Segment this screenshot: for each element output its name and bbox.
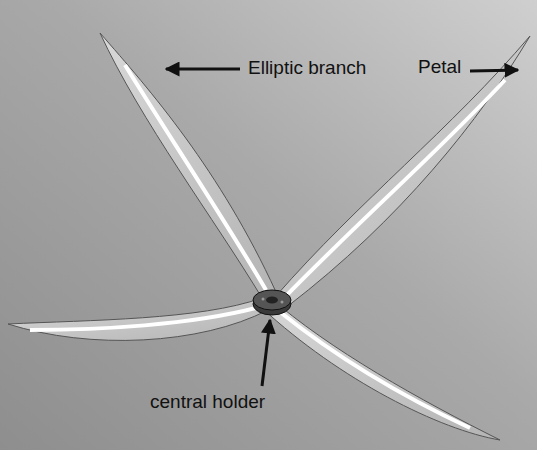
petal	[262, 296, 500, 440]
elliptic-branch	[30, 308, 256, 330]
petal	[8, 298, 268, 340]
leader-arrow	[470, 70, 518, 71]
leader-arrow	[166, 68, 240, 71]
petals	[8, 33, 530, 440]
elliptic-branch	[284, 80, 505, 298]
elliptic-branch	[125, 65, 266, 290]
part-label: Petal	[418, 57, 461, 78]
part-label: central holder	[150, 392, 265, 413]
leader-arrow	[262, 320, 270, 386]
elliptic-branch	[280, 312, 470, 428]
central-holder	[253, 290, 291, 315]
part-label: Elliptic branch	[248, 58, 366, 79]
